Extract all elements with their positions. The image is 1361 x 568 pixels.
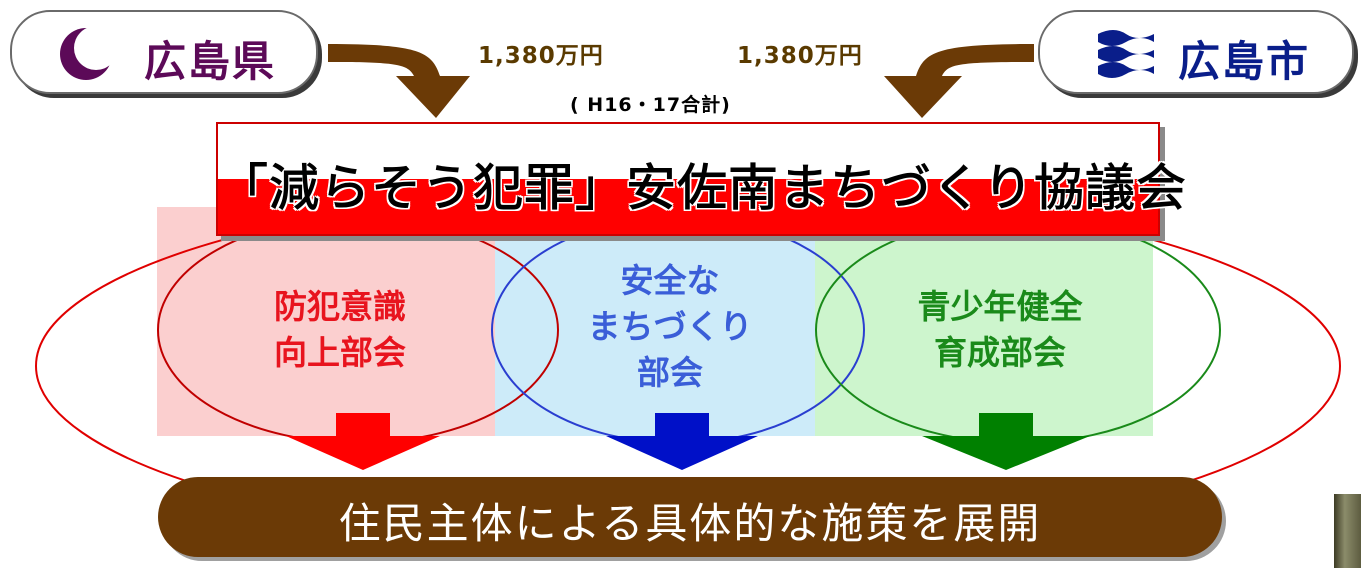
committee-line: まちづくり <box>587 307 753 346</box>
committee-line: 育成部会 <box>934 333 1066 372</box>
outcome-label: 住民主体による具体的な施策を展開 <box>338 499 1042 548</box>
prefecture-label: 広島県 <box>144 37 277 86</box>
city-badge: 広島市 <box>1038 10 1354 94</box>
prefecture-badge: 広島県 <box>10 10 318 94</box>
council-box: 「減らそう犯罪」安佐南まちづくり協議会 <box>216 122 1187 236</box>
committee-line: 部会 <box>637 353 703 392</box>
committee-crime-awareness: 防犯意識 向上部会 <box>240 284 440 376</box>
committee-line: 青少年健全 <box>917 287 1083 326</box>
committee-band-safe-town <box>495 207 815 436</box>
committee-youth: 青少年健全 育成部会 <box>880 284 1120 376</box>
amount-note: ( H16・17合計) <box>570 94 731 116</box>
committee-line: 向上部会 <box>274 333 406 372</box>
crescent-moon-emblem-icon <box>60 26 116 80</box>
prefecture-amount: 1,380万円 <box>478 43 604 69</box>
committee-line: 防犯意識 <box>274 287 406 326</box>
arrow-prefecture-to-council <box>328 44 470 118</box>
arrow-crime-awareness <box>286 413 440 470</box>
arrow-city-to-council <box>884 44 1034 118</box>
photo-fragment <box>1334 494 1361 568</box>
committee-band-youth <box>815 207 1153 436</box>
city-label: 広島市 <box>1178 37 1311 86</box>
committee-band-crime-awareness <box>157 207 495 436</box>
arrow-youth <box>922 413 1090 470</box>
city-amount: 1,380万円 <box>737 43 863 69</box>
committee-line: 安全な <box>620 261 720 300</box>
committee-safe-town: 安全な まちづくり 部会 <box>560 258 780 396</box>
wave-emblem-icon <box>1098 30 1154 78</box>
arrow-safe-town <box>606 413 758 470</box>
outcome-bar: 住民主体による具体的な施策を展開 <box>158 477 1222 557</box>
council-title: 「減らそう犯罪」安佐南まちづくり協議会 <box>218 159 1187 218</box>
